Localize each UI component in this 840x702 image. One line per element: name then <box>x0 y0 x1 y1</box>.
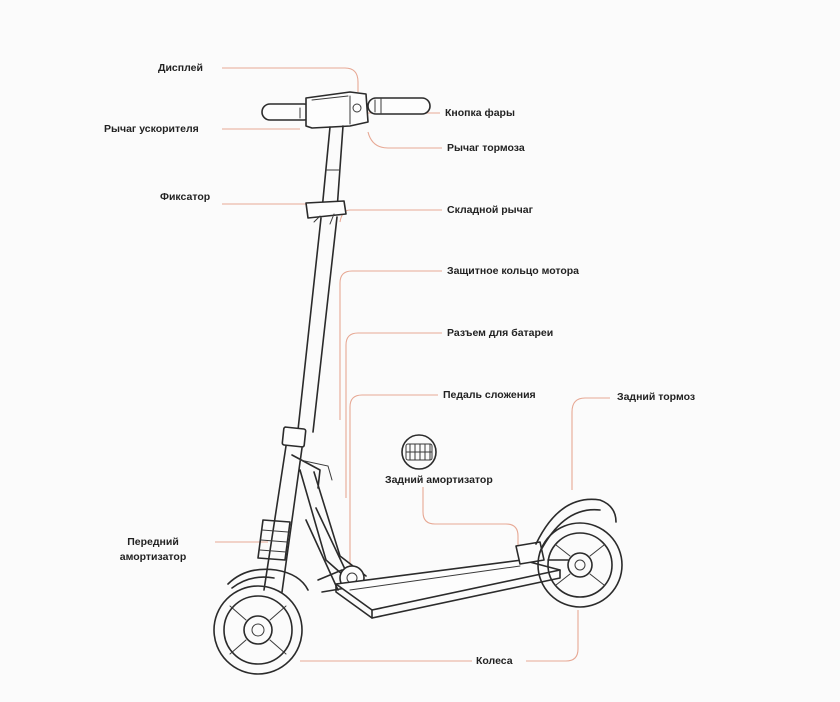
scooter-outline <box>213 91 623 675</box>
left-grip <box>261 103 313 121</box>
leader-rear-shock <box>422 487 519 546</box>
label-throttle-lever: Рычаг ускорителя <box>104 123 199 135</box>
label-front-shock-line2: амортизатор <box>119 551 187 563</box>
leader-folding-lever <box>339 209 442 223</box>
label-wheels: Колеса <box>476 655 513 667</box>
leader-rear-brake <box>571 397 610 490</box>
label-lock: Фиксатор <box>160 191 211 203</box>
front-wheel <box>213 585 303 675</box>
leader-brake-lever <box>367 131 442 149</box>
label-motor-ring: Защитное кольцо мотора <box>447 265 580 277</box>
label-brake-lever: Рычаг тормоза <box>447 142 525 154</box>
upper-stem <box>321 125 344 211</box>
leader-motor-ring <box>339 270 442 420</box>
label-battery-connector: Разъем для батареи <box>447 327 554 339</box>
rear-fender <box>535 498 617 545</box>
front-fork <box>263 445 303 593</box>
main-stem <box>297 216 338 433</box>
display-unit <box>305 91 369 129</box>
stem-collar <box>281 426 307 448</box>
label-headlight-button: Кнопка фары <box>445 107 515 119</box>
leader-folding-pedal <box>349 394 438 572</box>
front-suspension <box>257 519 291 561</box>
right-grip <box>367 97 431 115</box>
rear-shock-detail-icon <box>401 434 437 470</box>
leader-display <box>222 67 359 92</box>
folding-clamp <box>305 200 347 219</box>
label-display: Дисплей <box>158 62 203 74</box>
label-front-shock-line1: Передний <box>127 536 179 548</box>
leader-wheels-rear <box>526 610 579 662</box>
label-folding-lever: Складной рычаг <box>447 204 533 216</box>
label-rear-brake: Задний тормоз <box>617 391 696 403</box>
label-front-shock: Передний амортизатор <box>100 535 206 565</box>
label-folding-pedal: Педаль сложения <box>443 389 536 401</box>
front-fender <box>227 568 309 591</box>
leader-battery-connector <box>345 332 442 498</box>
rear-wheel <box>537 522 623 608</box>
rear-shock-block <box>515 541 545 565</box>
label-rear-shock: Задний амортизатор <box>385 474 493 486</box>
